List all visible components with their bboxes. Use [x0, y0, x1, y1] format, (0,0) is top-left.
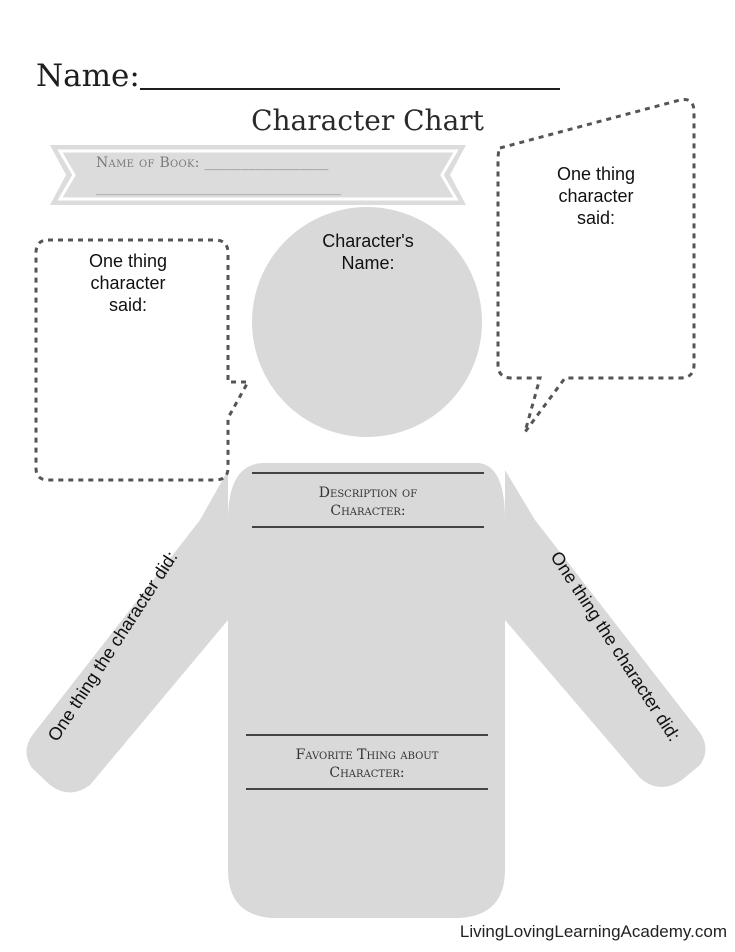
head-shape — [252, 207, 482, 437]
left-speech-bubble — [34, 238, 251, 482]
page-title: Character Chart — [251, 104, 484, 137]
banner-shape — [50, 145, 466, 205]
left-bubble-line-3: said: — [108, 295, 148, 315]
book-name-line: ___________________________________ — [96, 180, 341, 196]
name-label: Name: — [36, 58, 140, 94]
name-row: Name: — [36, 58, 576, 98]
right-bubble-line-1: One thing — [556, 164, 636, 184]
right-bubble-line-2: character — [558, 186, 634, 206]
name-blank-line[interactable] — [140, 88, 560, 90]
description-write-area[interactable] — [240, 540, 494, 720]
left-arm-shape — [26, 470, 229, 793]
favorite-line-1: Favorite Thing about — [295, 747, 439, 763]
character-name-line-1: Character's — [322, 231, 414, 251]
description-line-2: Character: — [330, 503, 406, 519]
torso-shape — [228, 463, 505, 918]
book-name-banner[interactable]: Name of Book: _________________ ________… — [50, 143, 466, 207]
left-bubble-text: One thing character said: — [58, 250, 198, 316]
character-name-label[interactable]: Character's Name: — [298, 230, 438, 274]
book-name-label: Name of Book: _________________ — [96, 155, 329, 171]
website-credit: LivingLovingLearningAcademy.com — [459, 922, 727, 941]
favorite-line-2: Character: — [329, 765, 405, 781]
right-bubble-line-3: said: — [576, 208, 616, 228]
right-bubble-text: One thing character said: — [526, 163, 666, 229]
favorite-write-area[interactable] — [240, 800, 494, 910]
right-speech-bubble — [496, 98, 696, 433]
left-bubble-line-1: One thing — [88, 251, 168, 271]
character-name-line-2: Name: — [341, 253, 395, 273]
favorite-label-box: Favorite Thing about Character: — [246, 734, 488, 790]
description-label-box: Description of Character: — [252, 472, 484, 528]
right-arm-shape — [505, 470, 706, 788]
description-line-1: Description of — [318, 485, 418, 501]
left-bubble-line-2: character — [90, 273, 166, 293]
